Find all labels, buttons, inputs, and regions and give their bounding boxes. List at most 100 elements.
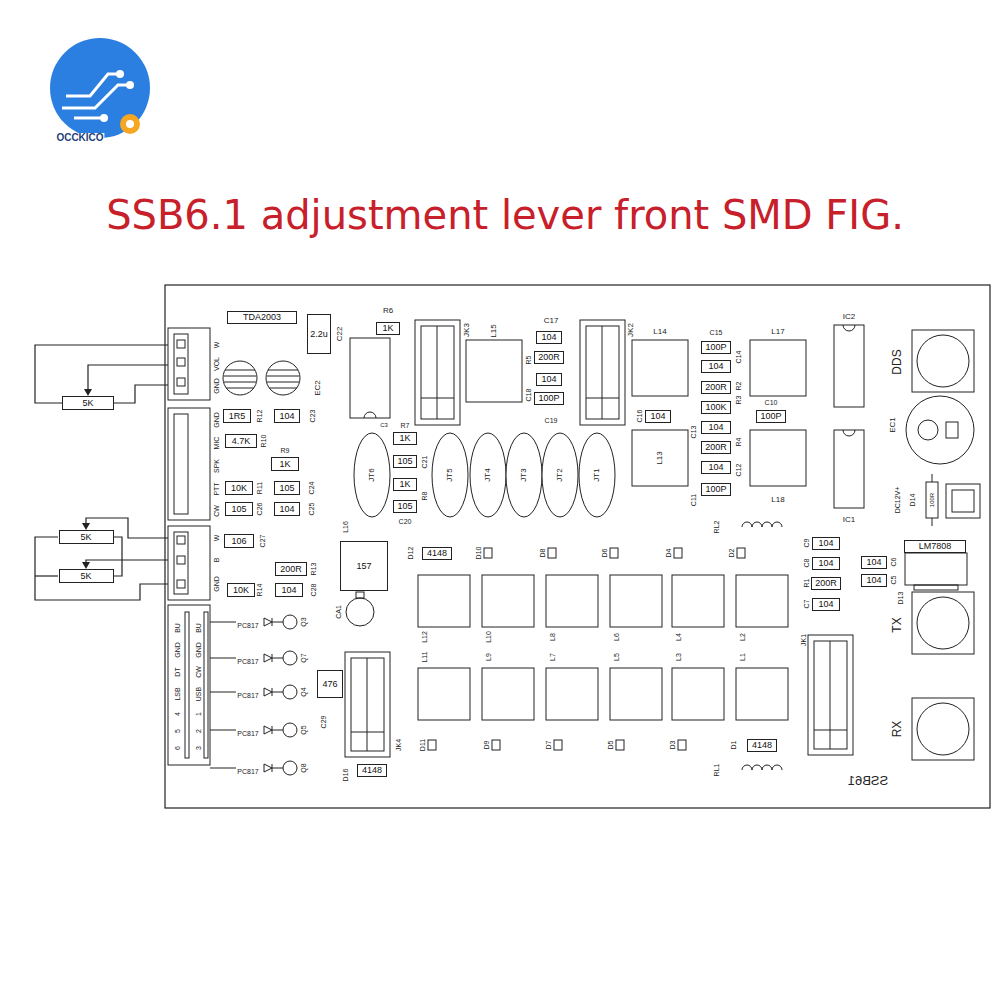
silkscreen-label: 1	[195, 711, 202, 717]
silkscreen-label: PC817	[236, 692, 259, 699]
encoder-outline	[906, 396, 974, 464]
ic-outline	[843, 325, 855, 331]
coil-symbol	[742, 765, 782, 770]
capacitor-value-box: 104	[861, 556, 887, 569]
optocoupler-symbol	[283, 723, 297, 737]
silkscreen-label: VOL	[213, 356, 220, 372]
silkscreen-label: L1	[739, 652, 746, 662]
capacitor-value-box: 104	[812, 557, 840, 570]
silkscreen-label: D2	[728, 548, 735, 559]
relay-outline	[580, 320, 625, 425]
capacitor-value-box: 476	[317, 670, 343, 698]
jack-outline	[917, 703, 969, 755]
coil-symbol	[742, 522, 782, 770]
silkscreen-label: C24	[308, 481, 315, 496]
component-value: 100P	[705, 343, 726, 352]
relay-outline	[421, 326, 454, 419]
silkscreen-label: EC2	[314, 379, 322, 397]
silkscreen-label: R11	[256, 481, 263, 495]
capacitor-outline	[356, 592, 364, 598]
relay-outline	[586, 326, 619, 419]
silkscreen-label: C10	[764, 399, 779, 406]
relay-outline	[345, 652, 390, 757]
power-section	[952, 490, 974, 512]
diode-outline	[492, 740, 500, 750]
capacitor-value-box: 104	[701, 421, 731, 434]
capacitor-value-box: 104	[645, 410, 671, 423]
inductor-outline	[610, 668, 662, 720]
potentiometer-wire	[35, 345, 168, 403]
inductor-outline	[418, 340, 806, 720]
silkscreen-label: DDS	[891, 348, 903, 375]
inductor-outline	[546, 668, 598, 720]
silkscreen-label: BU	[195, 622, 202, 634]
silkscreen-label: Q8	[300, 762, 307, 773]
page-title: SSB6.1 adjustment lever front SMD FIG.	[106, 193, 904, 237]
inductor-outline	[632, 430, 688, 486]
logo-trace	[74, 117, 104, 120]
capacitor-value-box: 100P	[701, 483, 731, 496]
connector-header	[185, 612, 189, 758]
component-value: 157	[356, 562, 371, 571]
component-value: 10K	[231, 484, 247, 493]
potentiometer-wiper	[84, 389, 92, 396]
logo	[50, 38, 150, 138]
silkscreen-label: GND	[213, 377, 220, 395]
component-value: 104	[866, 576, 881, 585]
component-value: 100P	[538, 394, 559, 403]
silkscreen-label: L10	[485, 630, 492, 644]
diode-outline	[428, 740, 436, 750]
silkscreen-label: PC817	[236, 622, 259, 629]
diode-value-box: 4148	[747, 739, 777, 752]
silkscreen-label: Q3	[300, 616, 307, 627]
crystal-outline	[579, 433, 615, 517]
connector-header	[177, 556, 185, 564]
inductor-outline	[736, 668, 788, 720]
jack-outline	[917, 335, 969, 387]
optocoupler-symbol	[283, 685, 297, 699]
connector-header	[177, 378, 185, 386]
relay-outline	[415, 320, 460, 425]
silkscreen-label: R1	[803, 578, 810, 589]
potentiometer-wire	[88, 365, 168, 390]
component-value: 200R	[280, 565, 302, 574]
silkscreen-label: C19	[544, 417, 559, 424]
ic-value-box: TDA2003	[227, 311, 297, 324]
silkscreen-label: IC2	[842, 313, 856, 321]
diode-outline	[678, 740, 686, 750]
relay-outline	[345, 320, 853, 757]
component-value: 100P	[705, 485, 726, 494]
silkscreen-label: L16	[342, 520, 349, 534]
diode-outline	[548, 548, 556, 558]
silkscreen-label: Q4	[300, 686, 307, 697]
silkscreen-label: JK2	[627, 322, 635, 338]
component-value: 104	[279, 505, 294, 514]
pcb-outline	[165, 285, 990, 808]
inductor-outline	[736, 575, 788, 627]
silkscreen-label: 4	[174, 711, 181, 717]
silkscreen-label: C22	[336, 326, 344, 343]
silkscreen-label: C12	[735, 463, 742, 478]
inductor-outline	[750, 430, 806, 486]
inductor-outline	[672, 575, 724, 627]
inductor-outline	[466, 340, 522, 402]
silkscreen-label: SSB61	[847, 774, 889, 787]
inductor-outline	[672, 668, 724, 720]
component-value: 2.2u	[310, 330, 328, 339]
logo-trace	[62, 74, 130, 118]
silkscreen-label: L4	[675, 632, 682, 642]
optocoupler-symbol	[283, 761, 297, 775]
capacitor-value-box: 105	[225, 502, 253, 516]
logo-gear	[120, 114, 140, 134]
silkscreen-label: W	[213, 534, 220, 543]
resistor-value-box: 200R	[701, 441, 731, 454]
silkscreen-label: R13	[310, 562, 317, 577]
silkscreen-label: R4	[735, 437, 742, 448]
silkscreen-label: PC817	[236, 658, 259, 665]
jack-outline	[912, 592, 974, 654]
potentiometer-wire	[114, 537, 122, 576]
connector-header	[168, 526, 210, 600]
silkscreen-label: D7	[545, 740, 552, 751]
electrolytic-capacitor	[267, 370, 299, 388]
silkscreen-label: C8	[803, 558, 810, 569]
